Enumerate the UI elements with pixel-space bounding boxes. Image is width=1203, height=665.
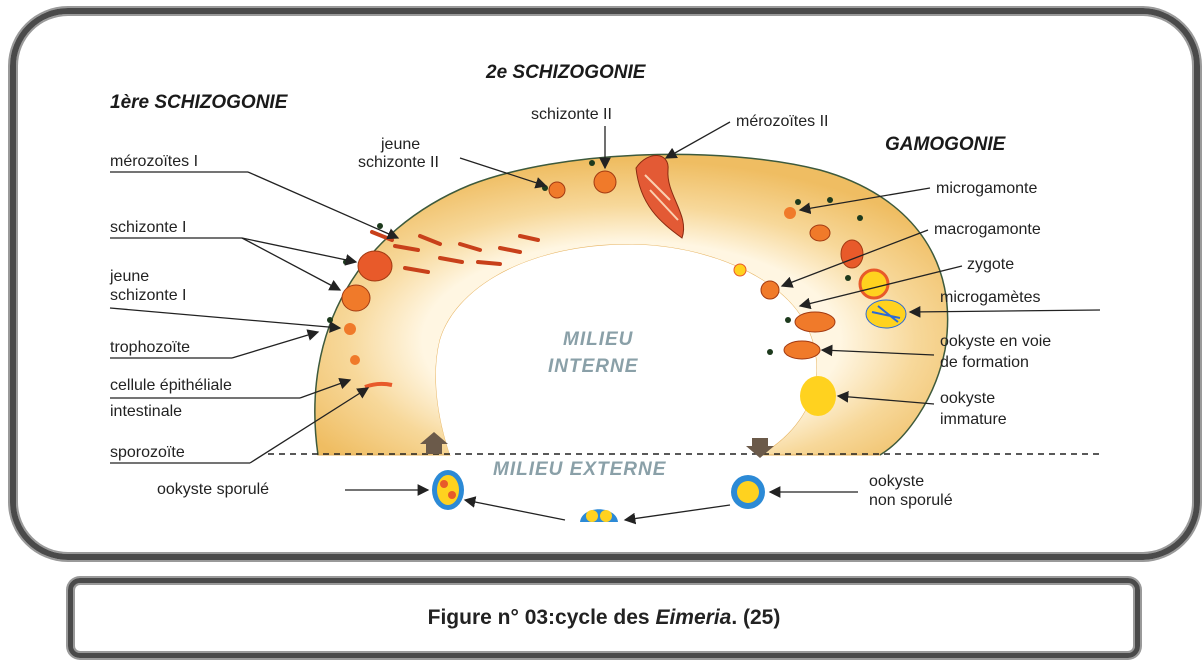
label-ookyste-sporule: ookyste sporulé (157, 481, 269, 498)
label-ookyste-non-sporule-b: non sporulé (869, 492, 953, 509)
caption-genus: Eimeria (655, 606, 731, 629)
jeune-schizonte-ii-cell (549, 182, 565, 198)
label-merozoites-ii: mérozoïtes II (736, 113, 828, 130)
label-zygote: zygote (967, 256, 1014, 273)
macrogamonte-cell-2 (795, 312, 835, 332)
schizonte-i-cell (358, 251, 392, 281)
pointer-schizonte-i-b (242, 238, 340, 290)
milieu-interne-label-1: MILIEU (563, 329, 634, 350)
microgametes-cluster (866, 300, 906, 328)
pointer-trophozoite (232, 332, 318, 358)
arrow-sporulating-to-sporule (465, 500, 565, 520)
schizonte-i-cell-2 (342, 285, 370, 311)
milieu-interne-label-2: INTERNE (548, 356, 639, 377)
ookyste-immature-cell (800, 376, 836, 416)
label-macrogamonte: macrogamonte (934, 221, 1041, 238)
label-cellule-epitheliale: cellule épithéliale (110, 377, 232, 394)
young-schizonte-cell (350, 355, 360, 365)
label-merozoites-i: mérozoïtes I (110, 153, 198, 170)
ookyste-sporule-icon (432, 470, 464, 510)
heading-gamogonie: GAMOGONIE (885, 134, 1007, 155)
label-jeune-schizonte-i-a: jeune (109, 268, 149, 285)
label-schizonte-i: schizonte I (110, 219, 186, 236)
milieu-externe-label: MILIEU EXTERNE (493, 459, 667, 480)
heading-1ere-schizogonie: 1ère SCHIZOGONIE (110, 92, 289, 113)
pointer-merozoites-i (248, 172, 398, 238)
label-ookyste-non-sporule-a: ookyste (869, 473, 924, 490)
microgamonte-cell (784, 207, 796, 219)
caption-suffix: . (25) (731, 606, 780, 629)
label-intestinale: intestinale (110, 403, 182, 420)
macrogamonte-cell (761, 281, 779, 299)
label-ookyste-immature-a: ookyste (940, 390, 995, 407)
schizonte-ii-cell (594, 171, 616, 193)
figure-caption: Figure n° 03:cycle des Eimeria. (25) (428, 606, 781, 630)
ookyste-formation-cell (784, 341, 820, 359)
yellow-cell-small (734, 264, 746, 276)
label-ookyste-formation-b: de formation (940, 354, 1029, 371)
label-schizonte-ii: schizonte II (531, 106, 612, 123)
label-jeune-schizonte-ii-b: schizonte II (358, 154, 439, 171)
arrow-non-sporule-to-sporulating (625, 505, 730, 520)
heading-2e-schizogonie: 2e SCHIZOGONIE (485, 62, 647, 83)
label-ookyste-immature-b: immature (940, 411, 1007, 428)
pointer-schizonte-i-a (242, 238, 356, 262)
pointer-jeune-schizonte-i (110, 308, 340, 328)
label-ookyste-formation-a: ookyste en voie (940, 333, 1051, 350)
label-jeune-schizonte-ii-a: jeune (380, 136, 420, 153)
ookyste-non-sporule-icon (731, 475, 765, 509)
gamonte-cell-1 (810, 225, 830, 241)
trophozoite-cell (344, 323, 356, 335)
label-jeune-schizonte-i-b: schizonte I (110, 287, 186, 304)
caption-box: Figure n° 03:cycle des Eimeria. (25) (68, 578, 1140, 658)
gamonte-cell-2 (841, 240, 863, 268)
label-microgametes: microgamètes (940, 289, 1040, 306)
caption-prefix: Figure n° 03:cycle des (428, 606, 656, 629)
label-trophozoite: trophozoïte (110, 339, 190, 356)
zygote-cell (860, 270, 888, 298)
ookyste-sporulating-icon (580, 509, 618, 522)
label-microgamonte: microgamonte (936, 180, 1037, 197)
label-sporozoite: sporozoïte (110, 444, 185, 461)
pointer-merozoites-ii (666, 122, 730, 158)
